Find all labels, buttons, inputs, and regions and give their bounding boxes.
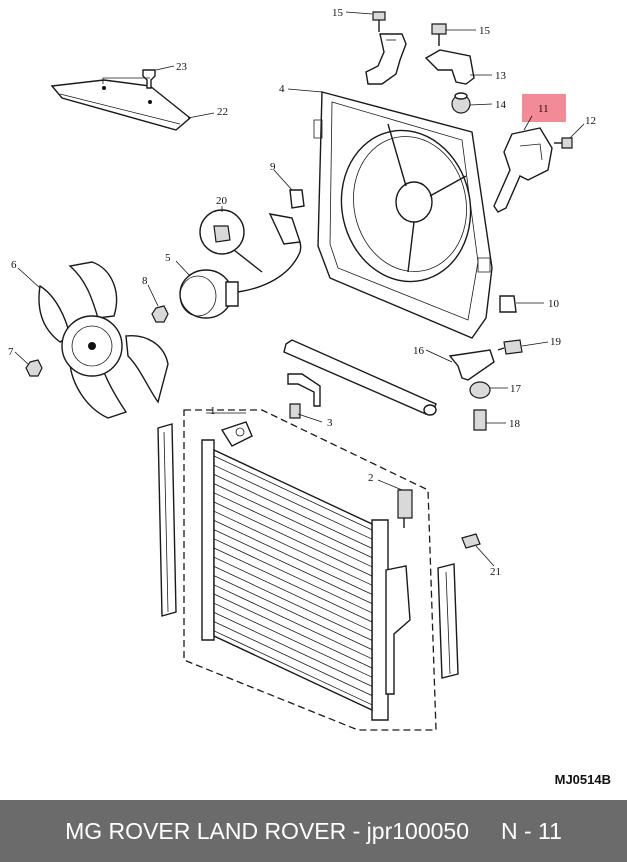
condenser-fin — [213, 630, 373, 706]
part-21-screw — [461, 533, 481, 549]
part-15-bolt-top — [372, 11, 386, 32]
condenser-fin — [213, 575, 373, 650]
callout-11: 11 — [538, 103, 549, 115]
condenser-fins — [213, 455, 373, 706]
callout-17: 17 — [510, 383, 522, 395]
side-seal-left — [157, 423, 177, 617]
part-10-clip — [499, 295, 517, 313]
callout-1: 1 — [210, 405, 216, 417]
part-2-pressure-switch — [397, 489, 413, 528]
condenser-fin — [213, 538, 373, 614]
callout-15-right: 15 — [479, 25, 491, 37]
part-1-condenser — [183, 409, 437, 731]
footer-brand-text: MG ROVER LAND ROVER - jpr100050 — [65, 817, 469, 844]
condenser-fin — [213, 529, 373, 604]
part-8-nut — [151, 305, 169, 323]
footer-bar: MG ROVER LAND ROVER - jpr100050 N - 11 — [0, 800, 627, 862]
side-seal-right — [437, 563, 459, 679]
part-13-bracket — [424, 49, 475, 85]
part-20-connector — [199, 209, 263, 273]
leader-lines — [14, 11, 585, 567]
part-14-grommet — [451, 92, 471, 114]
condenser-fin — [213, 566, 373, 641]
condenser-fin — [213, 621, 373, 696]
condenser-pipe — [283, 339, 437, 416]
condenser-fin — [213, 483, 373, 558]
callout-12: 12 — [585, 115, 596, 127]
callout-3: 3 — [327, 417, 333, 429]
part-9-clip — [289, 189, 305, 209]
condenser-fin — [213, 510, 373, 586]
condenser-fin — [213, 612, 373, 687]
condenser-fin — [213, 602, 373, 678]
condenser-fin — [213, 547, 373, 623]
footer-page-number: N - 11 — [500, 817, 562, 844]
callout-5: 5 — [165, 252, 171, 264]
part-18-bolt — [473, 409, 487, 431]
condenser-fin — [213, 474, 373, 549]
part-22-deflector-plate — [50, 79, 192, 131]
part-19-switch — [497, 339, 523, 355]
part-11-fan-resistor — [493, 127, 553, 213]
callout-22: 22 — [217, 106, 228, 118]
condenser-fin — [213, 464, 373, 540]
callout-9: 9 — [270, 161, 276, 173]
callout-23: 23 — [176, 61, 188, 73]
diagram-reference-code: MJ0514B — [554, 772, 611, 787]
condenser-fin — [213, 584, 373, 660]
part-3-bolt — [289, 403, 301, 419]
callout-10: 10 — [548, 298, 560, 310]
condenser-fin — [213, 520, 373, 595]
part-6-fan-blade — [38, 261, 169, 419]
highlighted-part-marker — [522, 94, 566, 122]
callout-19: 19 — [550, 336, 562, 348]
part-16-bracket — [448, 349, 495, 381]
condenser-fin — [213, 556, 373, 632]
callout-14: 14 — [495, 99, 507, 111]
callout-20: 20 — [216, 195, 228, 207]
condenser-fin — [213, 455, 373, 531]
callout-16: 16 — [413, 345, 425, 357]
bracket-upper — [365, 33, 407, 85]
part-7-nut — [25, 359, 43, 377]
part-12-screw — [554, 137, 573, 149]
part-23-clip — [142, 69, 156, 89]
part-15-bolt-right — [431, 23, 447, 46]
exploded-parts-diagram: 1 2 3 4 5 6 7 8 9 10 11 12 13 14 15 15 1… — [8, 7, 596, 731]
callout-7: 7 — [8, 346, 14, 358]
callout-4: 4 — [279, 83, 285, 95]
part-17-grommet — [469, 381, 491, 399]
callout-21: 21 — [490, 566, 501, 578]
pipe-bracket — [287, 373, 321, 407]
condenser-fin — [213, 593, 373, 669]
callout-18: 18 — [509, 418, 521, 430]
callout-6: 6 — [11, 259, 17, 271]
condenser-fin — [213, 492, 373, 568]
callout-2: 2 — [368, 472, 374, 484]
condenser-fin — [213, 501, 373, 577]
part-4-fan-shroud — [313, 91, 493, 339]
callout-8: 8 — [142, 275, 148, 287]
part-5-fan-motor — [179, 213, 302, 319]
callout-13: 13 — [495, 70, 507, 82]
callout-15-top: 15 — [332, 7, 344, 19]
